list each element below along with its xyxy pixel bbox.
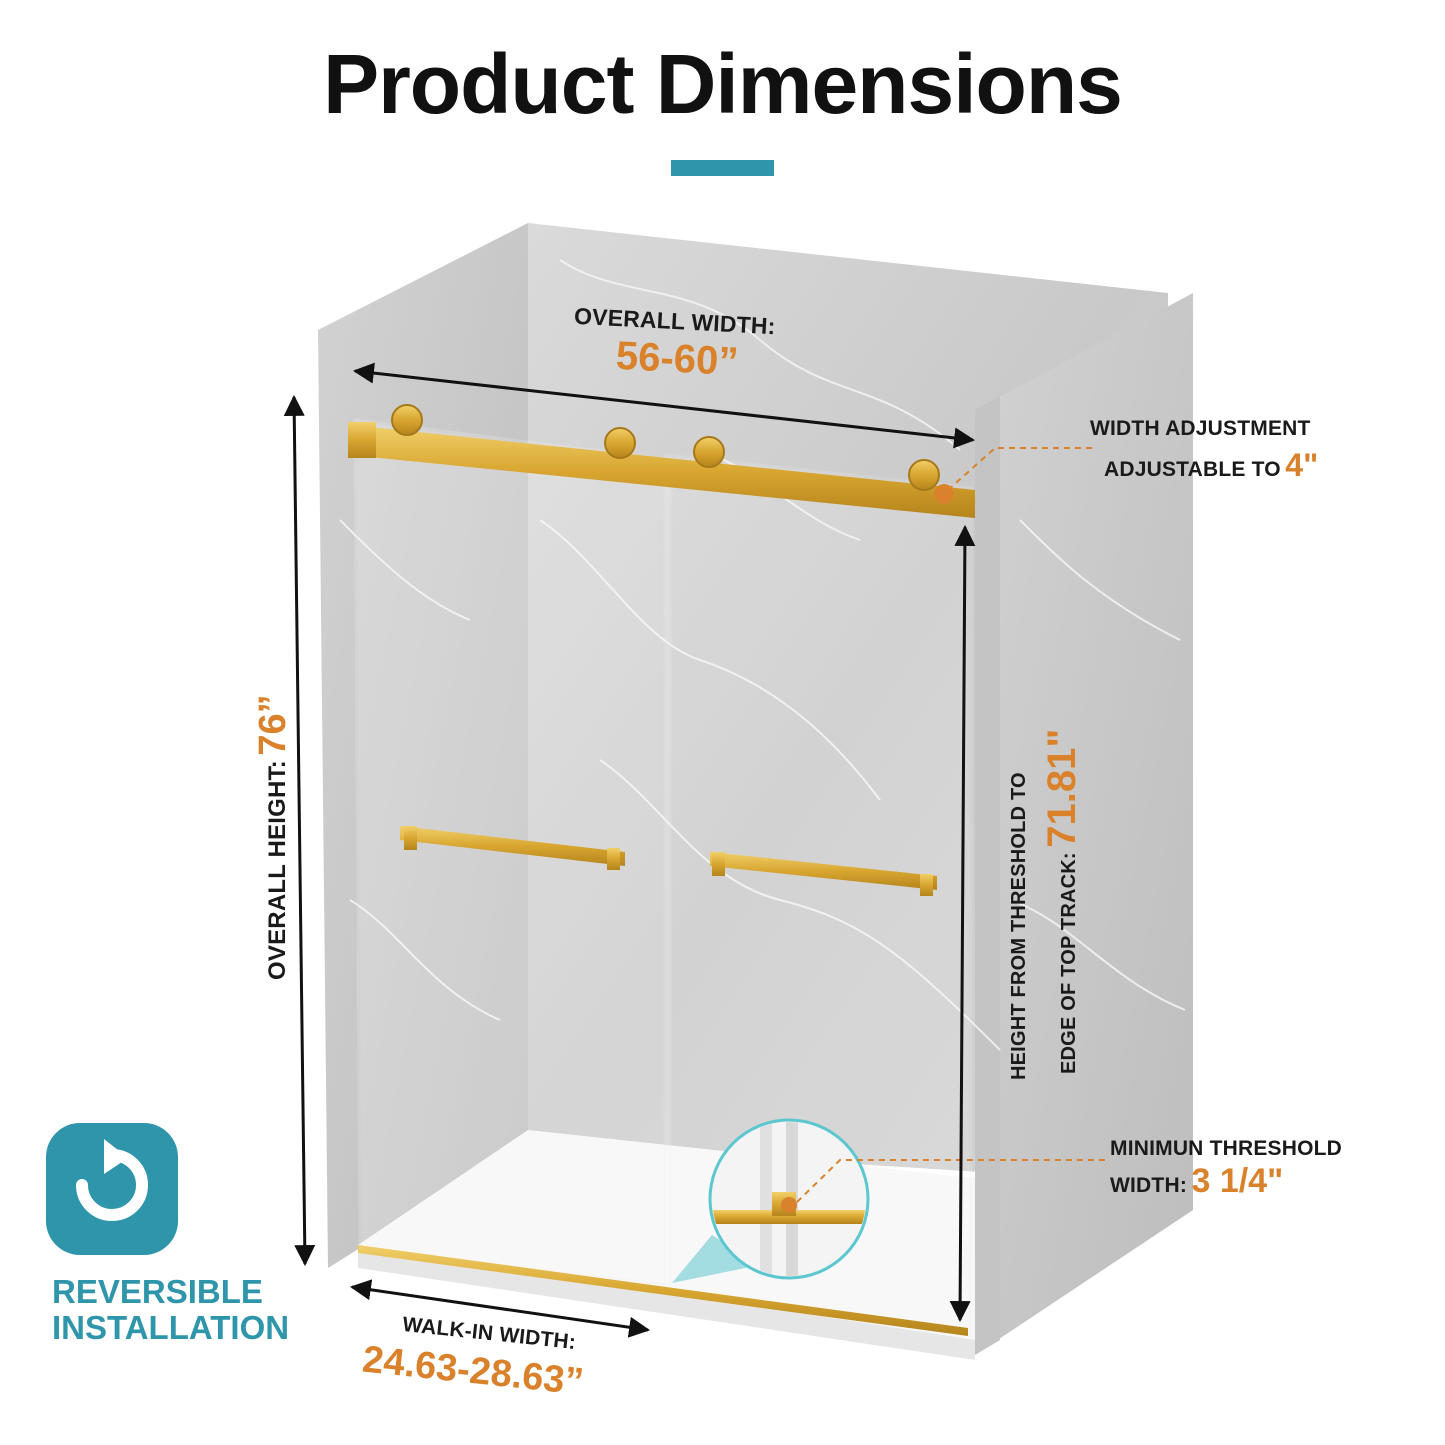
handles [400,826,937,896]
overall-width-value: 56-60” [614,333,740,385]
overall-height-arrow [283,394,316,1267]
width-adjustment-line2: ADJUSTABLE TO 4" [1104,447,1318,484]
title-underline [671,160,774,176]
roller-2 [604,427,636,459]
width-adjustment-line1: WIDTH ADJUSTMENT [1090,417,1311,440]
rotate-icon [46,1123,178,1255]
width-adjustment-caption: ADJUSTABLE TO [1104,458,1281,481]
threshold-height-caption: EDGE OF TOP TRACK: [1058,852,1080,1074]
glass-right-panel [663,453,974,1337]
overall-width-arrow [352,362,976,449]
track-end-left [348,422,376,458]
dimension-arrows [283,362,976,1338]
roller-3 [693,436,725,468]
leader-lines [796,447,1105,1203]
left-handle [400,826,625,866]
threshold-detail-loupe [672,1118,870,1283]
page-title: Product Dimensions [323,37,1123,131]
overall-height-value: 76” [252,694,294,756]
min-threshold-line2: WIDTH: 3 1/4" [1110,1162,1283,1201]
overall-height-label: OVERALL HEIGHT: 76” [252,694,295,980]
reversible-installation-text: REVERSIBLE INSTALLATION [52,1273,290,1346]
right-pillar-face [975,396,1000,1355]
walk-in-width-arrow [349,1279,651,1338]
threshold-height-value: 71.81" [1040,728,1084,848]
threshold-marker-dot [781,1197,797,1213]
threshold-height-arrow [949,524,976,1323]
threshold-height-line2: EDGE OF TOP TRACK: 71.81" [1040,729,1085,1074]
min-threshold-line1: MINIMUN THRESHOLD [1110,1137,1343,1160]
overall-height-caption: OVERALL HEIGHT: [264,760,291,980]
bottom-rail [358,1245,968,1336]
threshold-height-line1: HEIGHT FROM THRESHOLD TO [1008,772,1030,1080]
right-handle [710,852,937,890]
min-threshold-value: 3 1/4" [1191,1162,1284,1200]
width-adjustment-value: 4" [1285,447,1319,483]
roller-4 [908,459,940,491]
roller-1 [391,404,423,436]
right-pillar [975,293,1193,1355]
min-threshold-caption: WIDTH: [1110,1174,1188,1197]
